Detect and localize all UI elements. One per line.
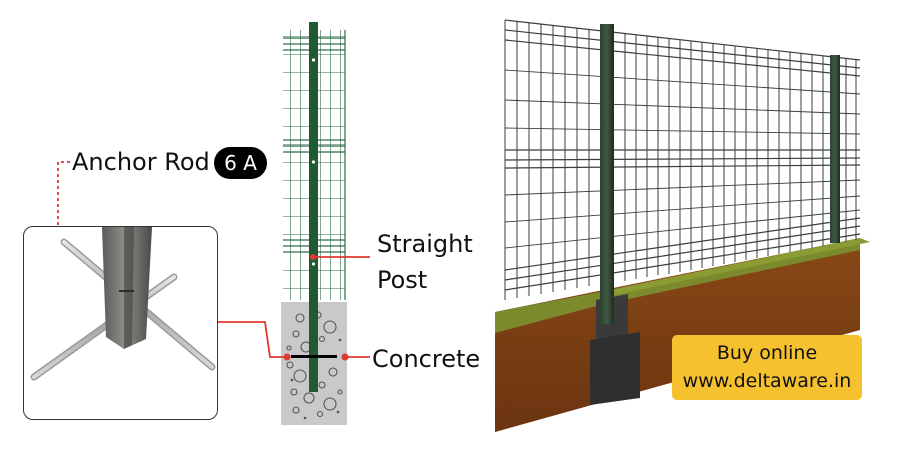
anchor-rod-closeup-illustration <box>30 227 216 381</box>
promo-line1: Buy online <box>716 342 818 364</box>
anchor-rod-size-badge: 6 A <box>214 147 267 179</box>
anchor-rod-bar <box>291 355 337 358</box>
middle-post <box>291 22 337 392</box>
promo-website-link[interactable]: www.deltaware.in <box>682 370 852 392</box>
anchor-rod-label: Anchor Rod <box>72 148 210 176</box>
buy-online-promo[interactable]: Buy online www.deltaware.in <box>672 335 862 400</box>
fence-post-back <box>830 55 840 243</box>
anchor-rod-closeup-inset <box>23 226 218 420</box>
straight-post-label-line1: Straight <box>377 230 473 258</box>
straight-post-label-line2: Post <box>377 266 428 294</box>
straight-post-label: Straight Post <box>377 226 473 298</box>
concrete-label: Concrete <box>372 345 481 373</box>
fence-post-front <box>600 24 614 324</box>
